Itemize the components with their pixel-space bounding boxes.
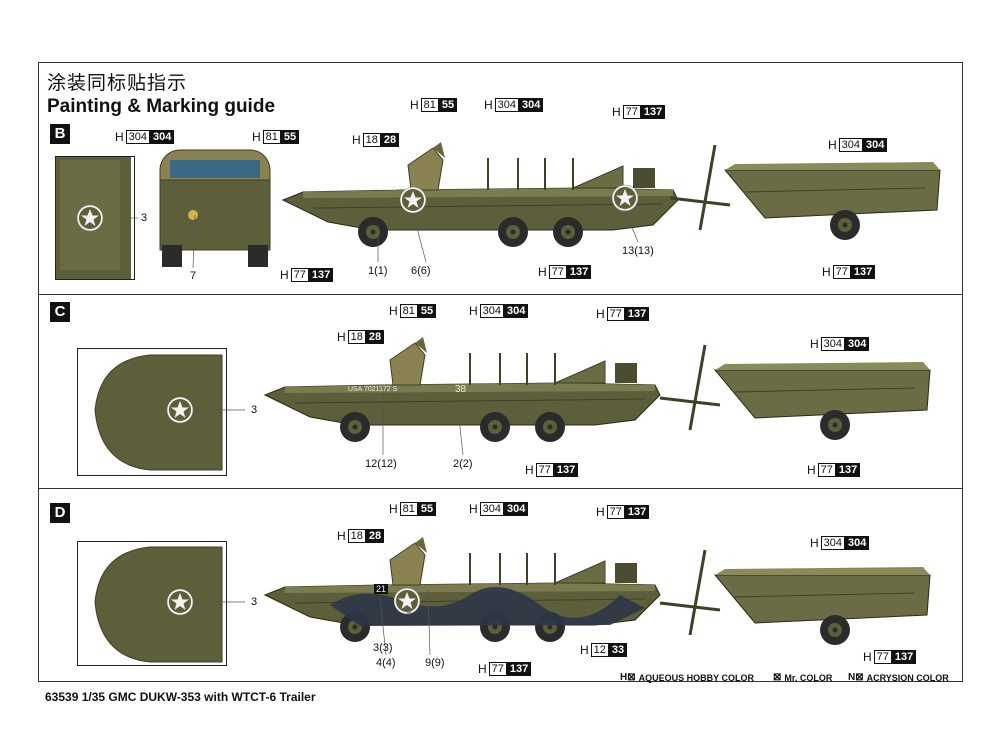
inset-c-detail <box>94 354 223 471</box>
camo-pattern <box>330 587 645 626</box>
page-title: Painting & Marking guide <box>47 96 276 117</box>
inset-b-detail <box>56 157 131 279</box>
front-view-b <box>159 149 271 267</box>
kit-title: 63539 1/35 GMC DUKW-353 with WTCT-6 Trai… <box>45 690 316 704</box>
callout-label: 7 <box>190 270 197 282</box>
trailer-side-c <box>660 345 930 440</box>
callout-label: 13(13) <box>622 245 654 257</box>
section-divider <box>38 488 963 489</box>
hull-marking: USA 70136 <box>366 186 397 192</box>
trailer-side-b <box>670 145 940 240</box>
legend-aqueous: H⊠AQUEOUS HOBBY COLOR <box>620 672 754 683</box>
callout-label: 12(12) <box>365 458 397 470</box>
inset-d-detail <box>94 546 223 663</box>
dukw-side-d <box>265 537 660 642</box>
guide-frame <box>38 62 963 682</box>
page-title-cn: 涂装同标贴指示 <box>47 72 188 94</box>
callout-label: 3(3) <box>373 642 393 654</box>
callout-label: 3 <box>141 212 148 224</box>
legend-mr-color: ⊠Mr. COLOR <box>773 672 833 683</box>
legend-acrysion: N⊠ACRYSION COLOR <box>848 672 949 683</box>
callout-label: 2(2) <box>453 458 473 470</box>
hull-number: 38 <box>455 384 467 395</box>
section-letter-b: B <box>50 124 70 144</box>
callout-label: 4(4) <box>376 657 396 669</box>
trailer-side-d <box>660 550 930 645</box>
section-letter-c: C <box>50 302 70 322</box>
hull-marking: USA 7021172 S <box>348 386 398 393</box>
section-divider <box>38 294 963 295</box>
callout-label: 9(9) <box>425 657 445 669</box>
hull-number: 21 <box>374 584 389 594</box>
callout-label: 1(1) <box>368 265 388 277</box>
callout-label: 3 <box>251 596 258 608</box>
callout-label: 6(6) <box>411 265 431 277</box>
callout-label: 3 <box>251 404 258 416</box>
section-letter-d: D <box>50 503 70 523</box>
